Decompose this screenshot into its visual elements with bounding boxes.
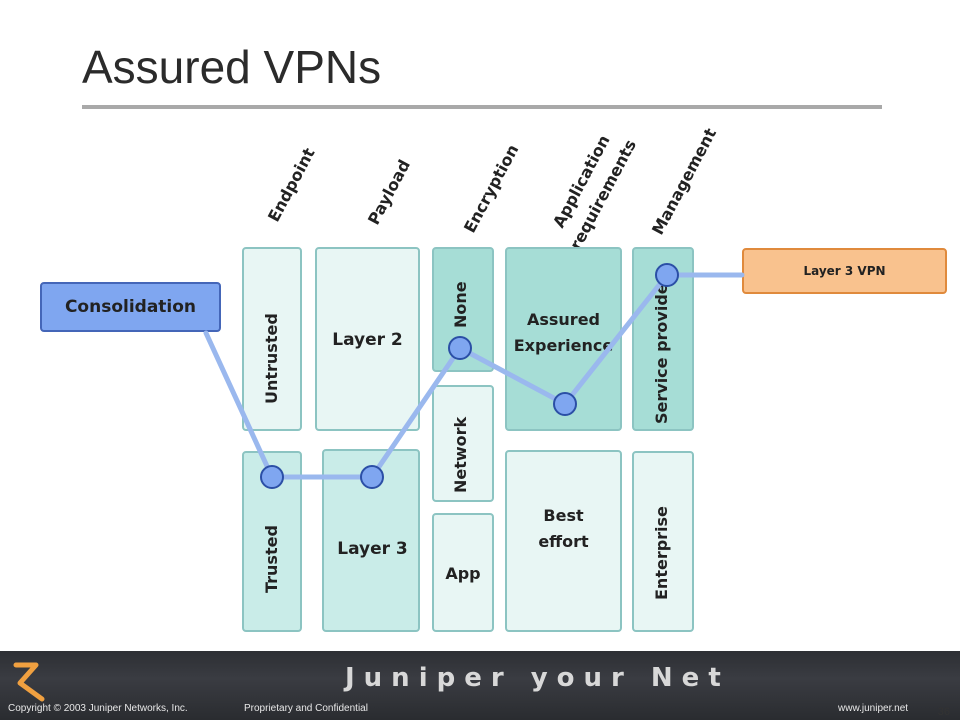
footer-banner: Juniper your Net Copyright © 2003 Junipe… <box>0 651 960 720</box>
page-number: 36 <box>937 706 950 718</box>
result-node-layer3-vpn: Layer 3 VPN <box>742 248 947 294</box>
option-layer2-label: Layer 2 <box>332 330 403 350</box>
footer-copyright: Copyright © 2003 Juniper Networks, Inc. <box>8 703 188 714</box>
option-app-box <box>432 513 494 632</box>
option-enterprise-box <box>632 451 694 632</box>
option-network-box <box>432 385 494 502</box>
option-assured-label: Assured <box>526 310 600 329</box>
option-layer2-box <box>315 247 420 431</box>
juniper-logo-icon <box>13 662 45 702</box>
path-node-service-provider <box>655 263 679 287</box>
path-node-layer3 <box>360 465 384 489</box>
option-untrusted-box <box>242 247 302 431</box>
option-app-label: App <box>445 564 481 583</box>
footer-url: www.juniper.net <box>838 703 909 714</box>
option-effort-label: effort <box>538 532 589 551</box>
option-experience-label: Experience <box>513 336 614 355</box>
path-node-none <box>448 336 472 360</box>
start-node-consolidation: Consolidation <box>40 282 221 332</box>
path-connector-line <box>203 272 745 480</box>
path-node-trusted <box>260 465 284 489</box>
slide-title: Assured VPNs <box>82 41 382 93</box>
footer-brand: Juniper your Net <box>345 663 730 693</box>
option-layer3-label: Layer 3 <box>337 539 408 559</box>
path-node-assured-experience <box>553 392 577 416</box>
title-underline <box>82 105 882 109</box>
option-service-provider-box <box>632 247 694 431</box>
option-best-label: Best <box>543 506 584 525</box>
footer-proprietary: Proprietary and Confidential <box>244 703 368 714</box>
option-best-effort-box <box>505 450 622 632</box>
